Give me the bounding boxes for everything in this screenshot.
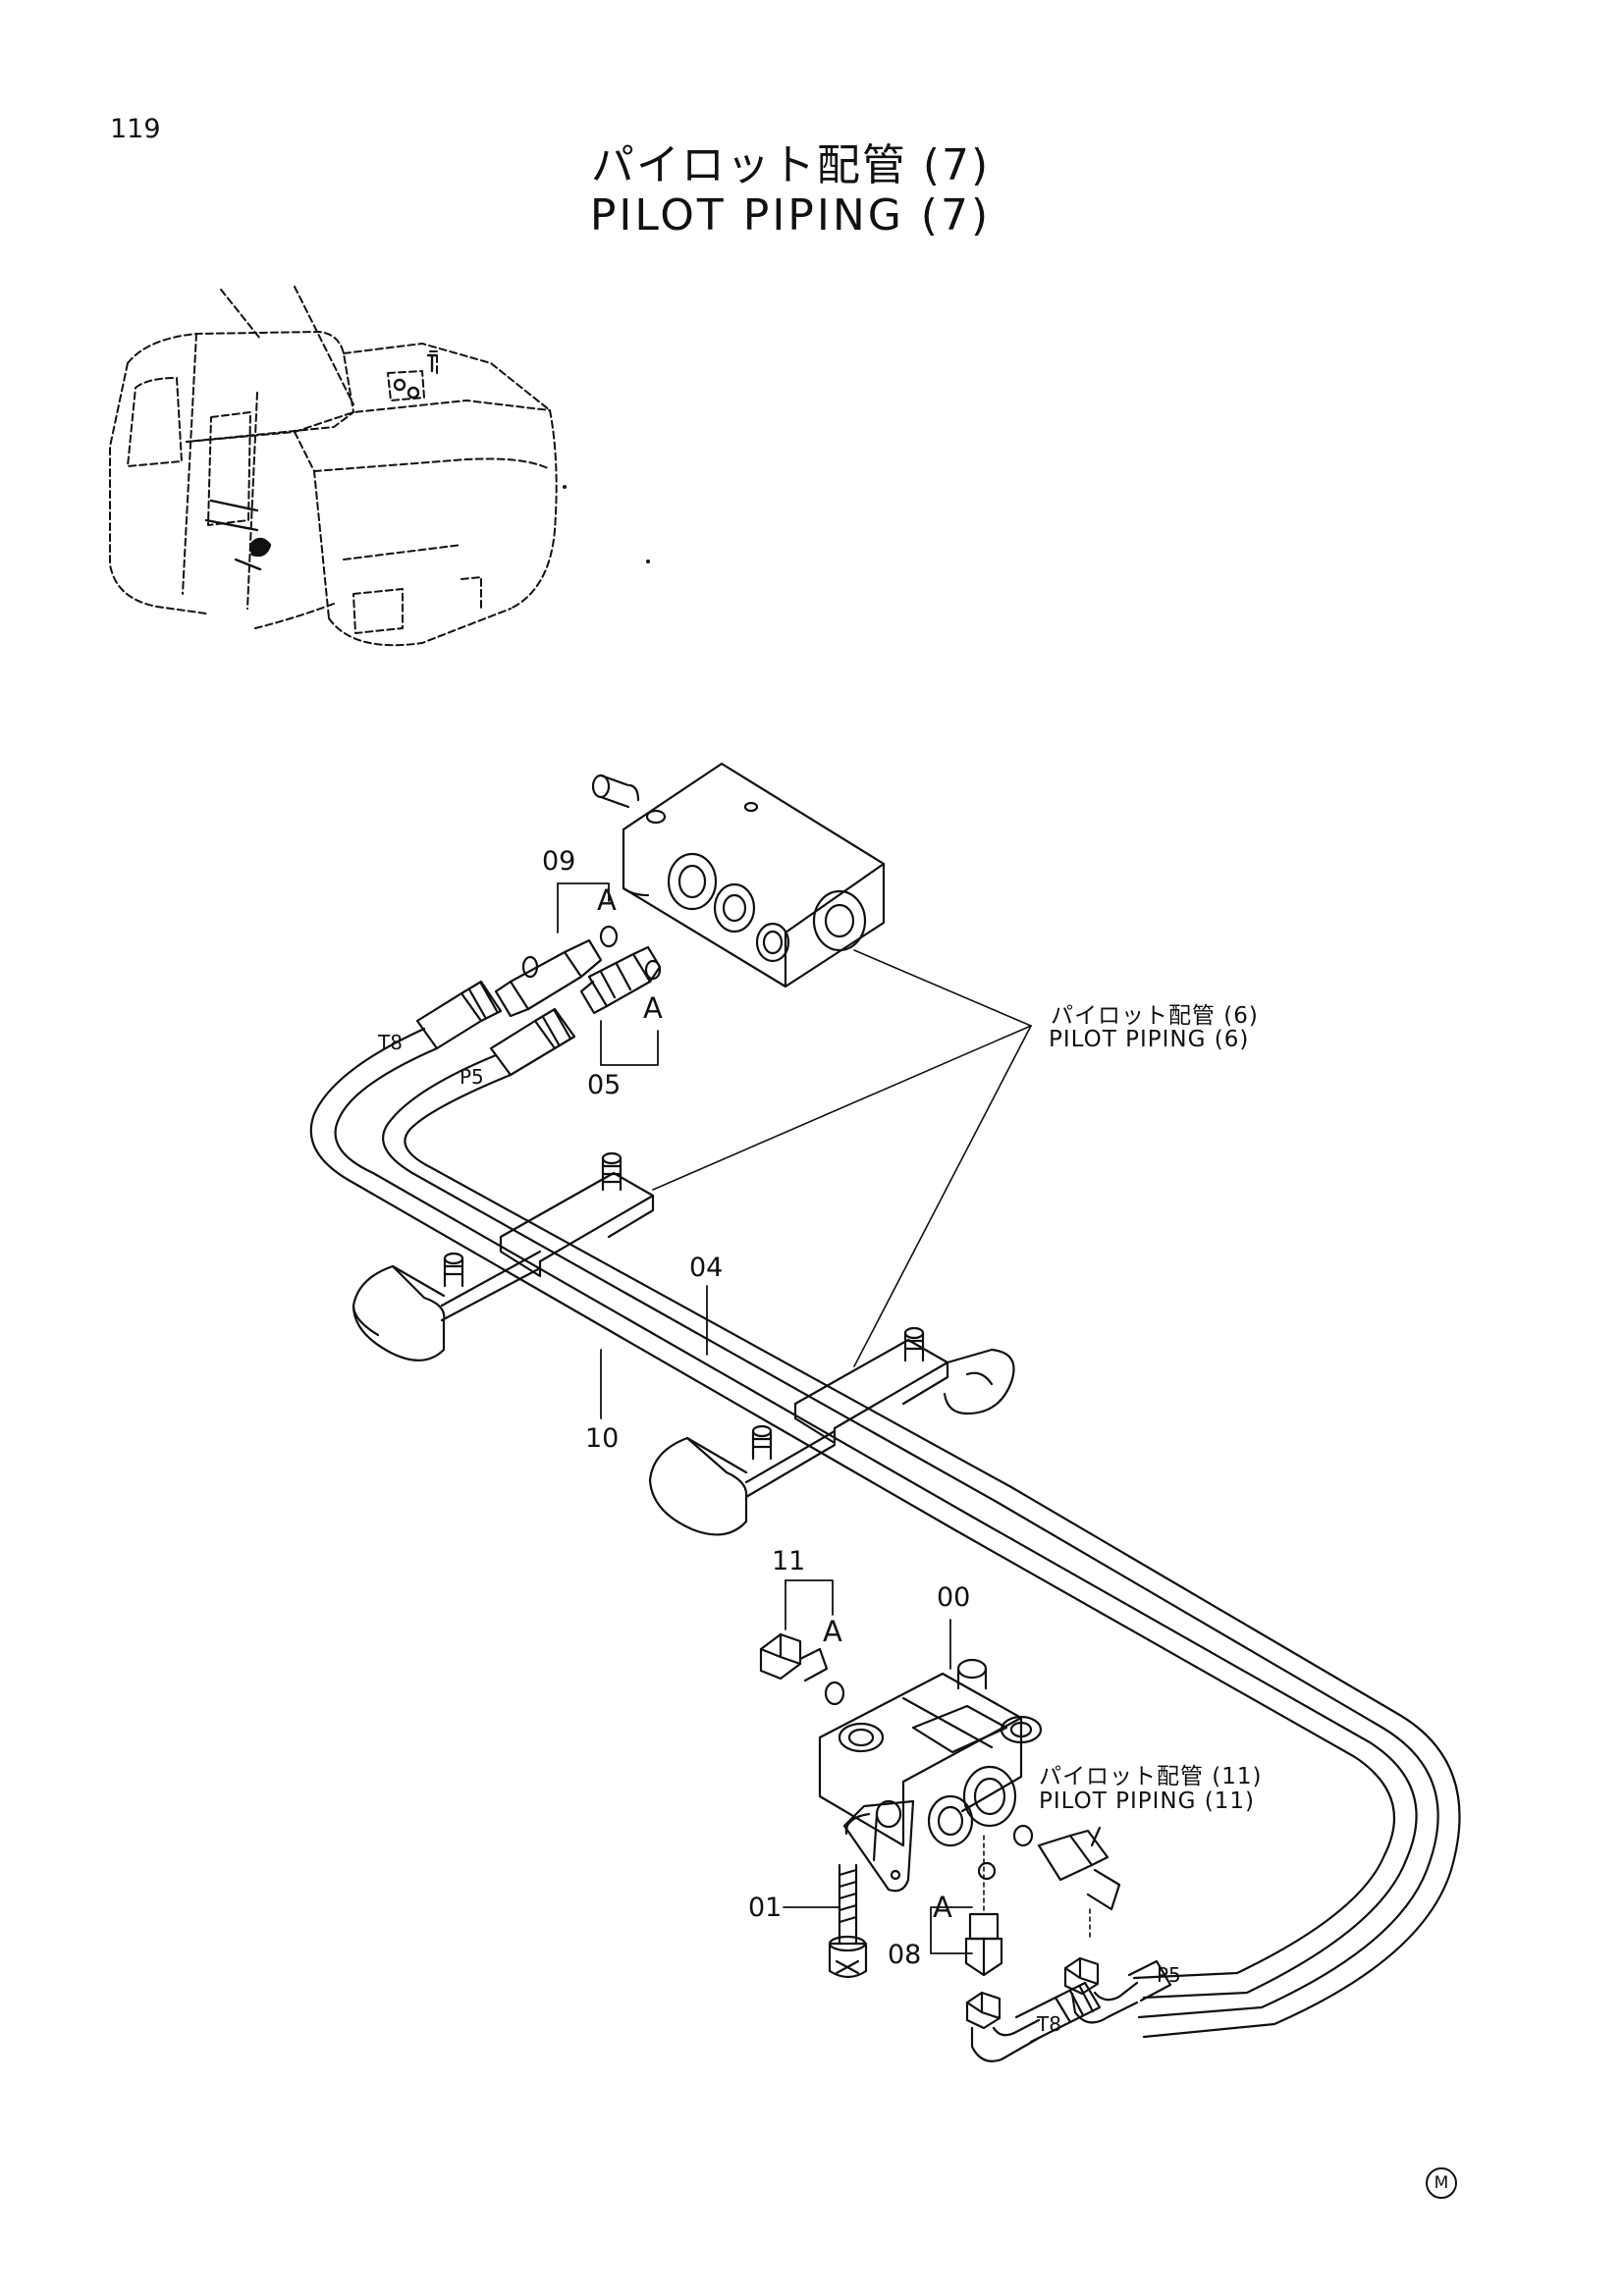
marker-t8-lower: T8 [1037,2012,1061,2036]
mounting-bracket-left [352,1171,655,1362]
excavator-overview-illustration [109,286,558,647]
reference-piping-6-en: PILOT PIPING (6) [1049,1027,1250,1052]
part-label-01: 01 [748,1893,783,1923]
overview-dots [563,485,650,563]
marker-t8-upper: T8 [378,1031,403,1054]
marker-a-05: A [643,991,663,1025]
manufacturer-mark: M [1426,2167,1457,2199]
elbow-fitting-t8-lower [965,1981,1102,2062]
part-label-10: 10 [585,1423,620,1454]
elbow-fitting-p5-lower [1063,1956,1172,2024]
reference-piping-11-en: PILOT PIPING (11) [1039,1789,1255,1814]
adapter-05 [579,945,662,1015]
marker-p5-upper: P5 [460,1065,484,1089]
part-label-04: 04 [689,1253,724,1283]
adapter-09 [494,938,603,1018]
bolt-01 [828,1863,868,1979]
page-number: 119 [110,114,161,144]
bolt-stud-upper [601,1151,623,1192]
fitting-08 [964,1861,1003,1977]
reference-piping-6-ja: パイロット配管 (6) [1051,1003,1259,1029]
marker-a-08: A [933,1891,952,1924]
reference-piping-11-ja: パイロット配管 (11) [1039,1764,1263,1789]
marker-p5-lower: P5 [1157,1963,1181,1987]
control-valve-location-marker [204,353,438,571]
operating-lever [842,1799,915,1893]
marker-a-11: A [823,1615,842,1648]
mounting-bracket-right [648,1338,1015,1536]
part-label-05: 05 [587,1070,622,1100]
hose-fitting-t8-upper [415,980,503,1050]
part-label-00: 00 [937,1582,971,1613]
pilot-valve-00 [818,1658,1043,1862]
page-title-english: PILOT PIPING (7) [589,190,992,240]
part-label-08: 08 [888,1940,922,1970]
plug-11 [759,1632,845,1706]
bolt-stud-mid [443,1252,464,1288]
control-valve-block [591,762,886,988]
hose-04 [382,1053,1461,2039]
hose-10 [309,1027,1418,2000]
marker-a-09: A [597,883,617,917]
part-label-11: 11 [772,1546,806,1576]
part-label-09: 09 [542,846,576,877]
tee-fitting [1012,1824,1121,1940]
hose-fitting-p5-upper [489,1007,576,1077]
leader-lines [557,882,973,1954]
page-title-japanese: パイロット配管 (7) [590,140,991,190]
bolt-stud-right [751,1326,925,1461]
manufacturer-mark-letter: M [1434,2173,1449,2193]
reference-leaders-piping-6 [652,949,1032,1367]
